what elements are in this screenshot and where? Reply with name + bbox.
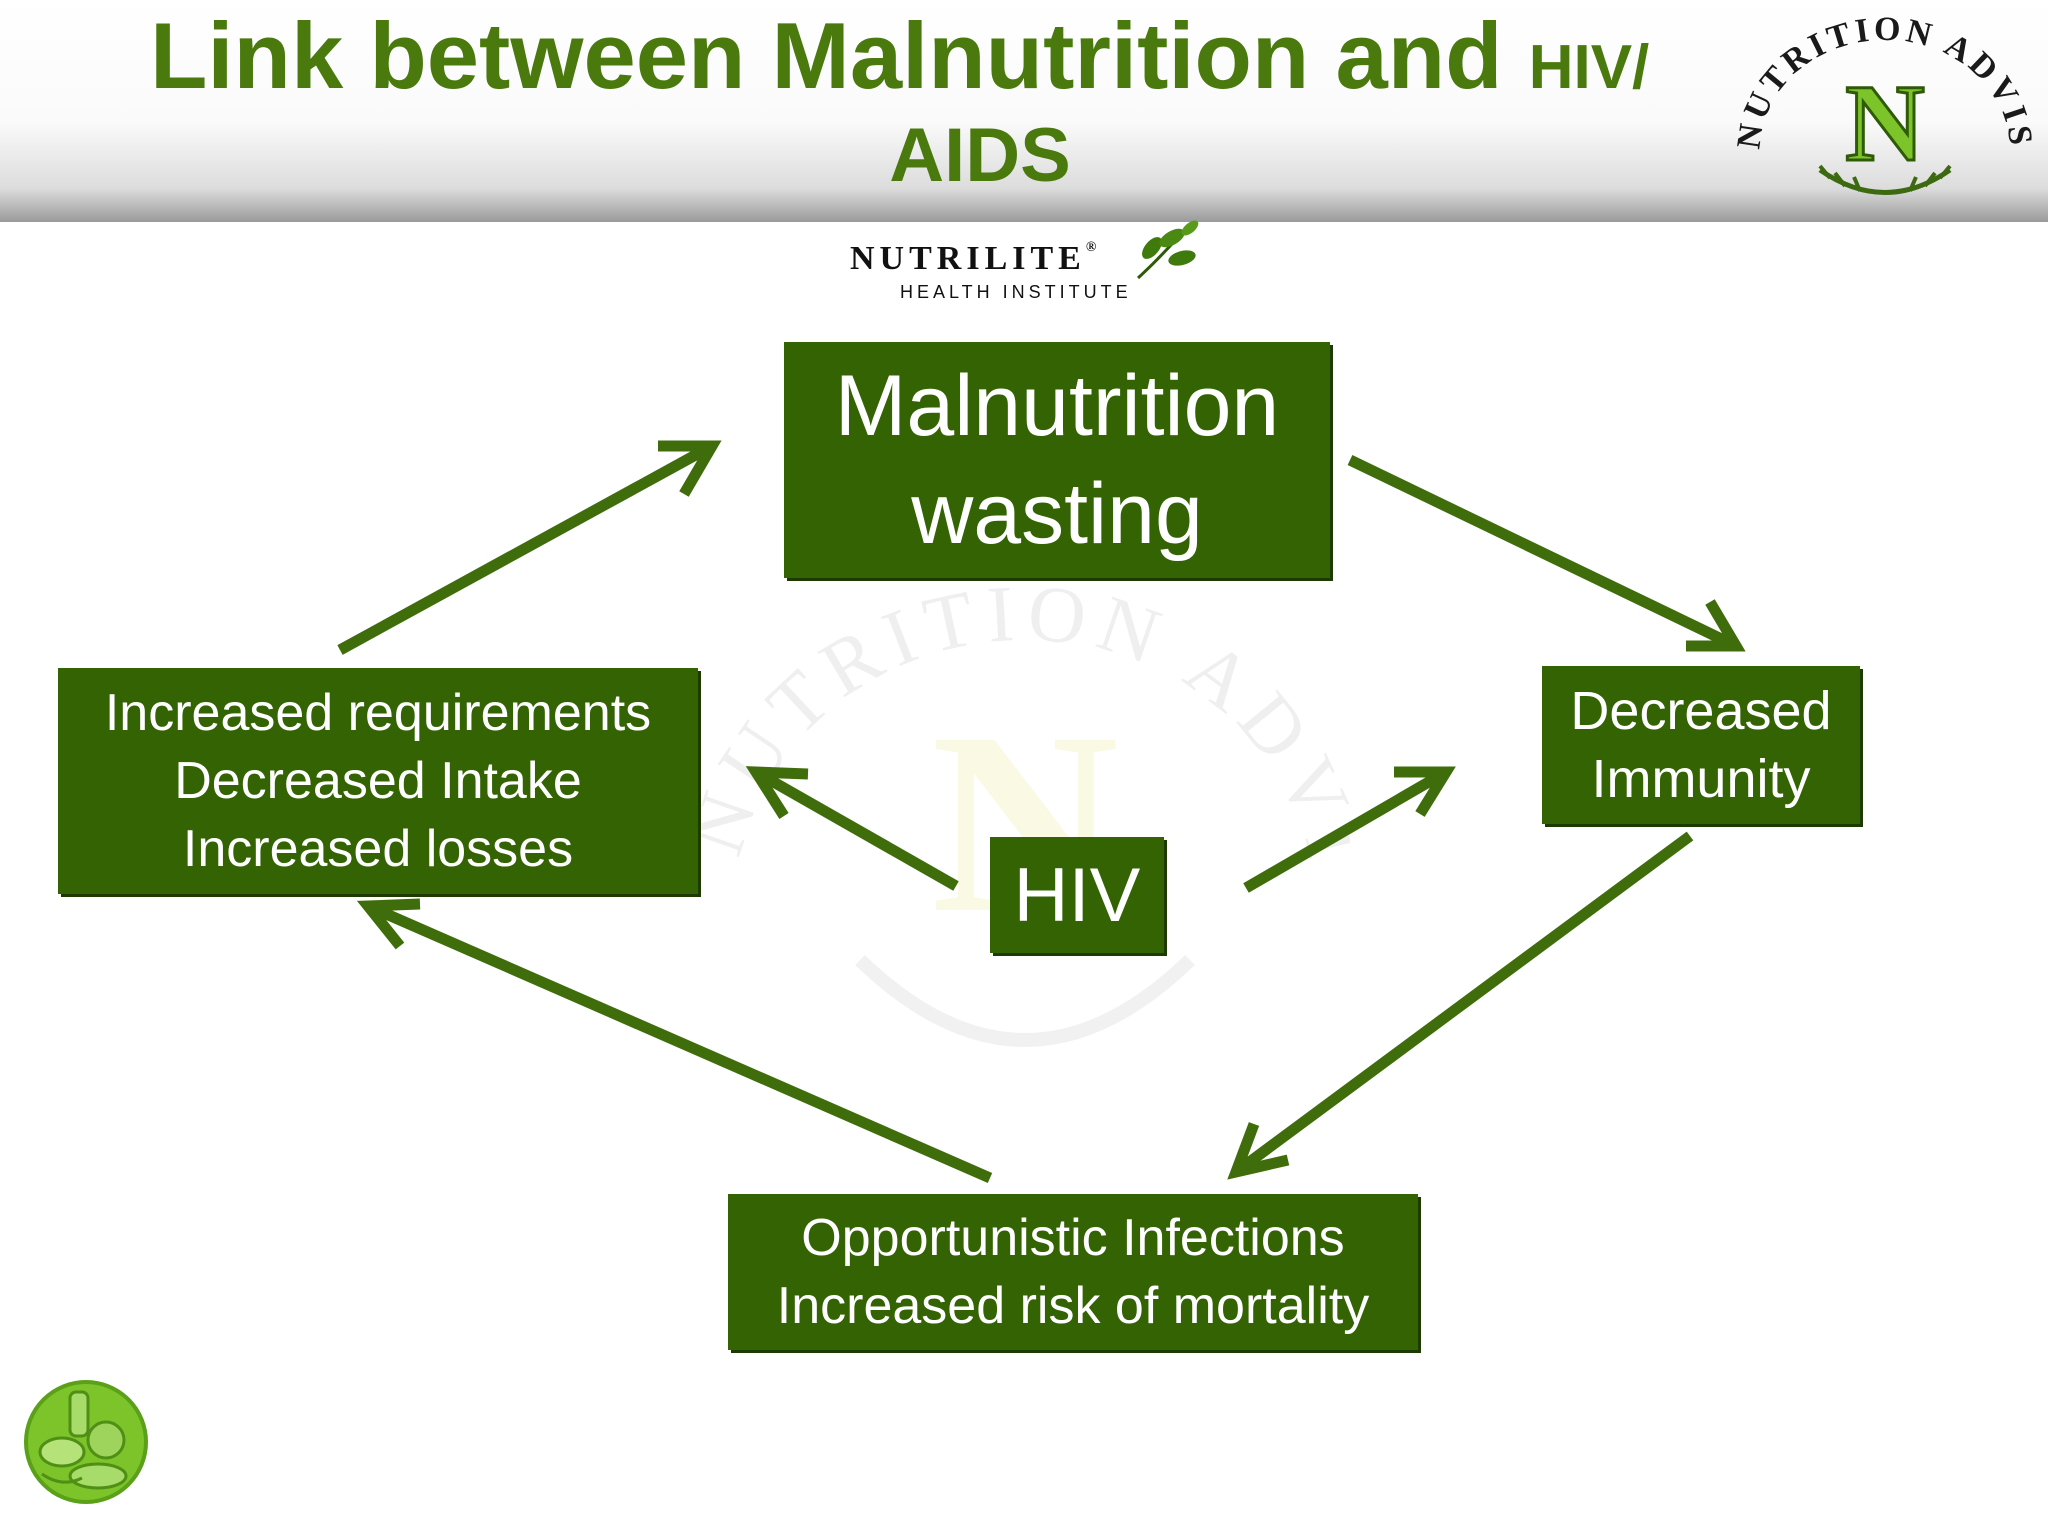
hiv-label: HIV	[1013, 852, 1141, 938]
nutrition-advisor-seal: NUTRITION ADVISOR N	[1720, 10, 2035, 195]
immunity-label: Immunity	[1591, 749, 1811, 809]
mortality-label: Increased risk of mortality	[776, 1277, 1370, 1335]
page-title-line2: AIDS	[889, 113, 1071, 198]
title-end: HIV/	[1528, 33, 1650, 102]
arrow-requirements-to-malnutrition	[337, 440, 722, 655]
watermark-seal: NUTRITION ADVISOR N	[700, 540, 1350, 1047]
requirements-box: Increased requirements Decreased Intake …	[58, 668, 698, 894]
arrow-malnutrition-to-immunity	[1347, 455, 1746, 652]
losses-label: Increased losses	[182, 820, 574, 878]
arrow-hiv-to-immunity	[1243, 766, 1456, 893]
title-main: Link between Malnutrition and	[150, 3, 1529, 108]
arrow-infections-to-requirements	[356, 898, 993, 1184]
food-icon	[24, 1380, 148, 1504]
arrow-immunity-to-infections	[1227, 831, 1694, 1180]
seal-letter: N	[1845, 62, 1924, 184]
malnutrition-box: Malnutrition wasting	[784, 342, 1330, 578]
brand-subtitle: HEALTH INSTITUTE	[900, 282, 1132, 302]
malnutrition-label: Malnutrition	[834, 358, 1280, 454]
brand-name: NUTRILITE®	[850, 240, 1102, 277]
hiv-box: HIV	[990, 837, 1164, 953]
infections-label: Opportunistic Infections	[801, 1209, 1345, 1267]
intake-label: Decreased Intake	[174, 752, 582, 810]
leaf-icon	[1136, 220, 1199, 280]
immunity-box: Decreased Immunity	[1542, 666, 1860, 824]
requirements-label: Increased requirements	[104, 684, 652, 742]
arrow-hiv-to-requirements	[745, 766, 959, 891]
header-bar: Link between Malnutrition and HIV/ AIDS …	[0, 0, 2048, 222]
page-title: Link between Malnutrition and HIV/	[150, 2, 1870, 110]
wasting-label: wasting	[911, 466, 1203, 562]
decreased-label: Decreased	[1570, 681, 1832, 741]
infections-box: Opportunistic Infections Increased risk …	[728, 1194, 1418, 1350]
nutrilite-logo: NUTRILITE® HEALTH INSTITUTE	[850, 218, 1199, 308]
